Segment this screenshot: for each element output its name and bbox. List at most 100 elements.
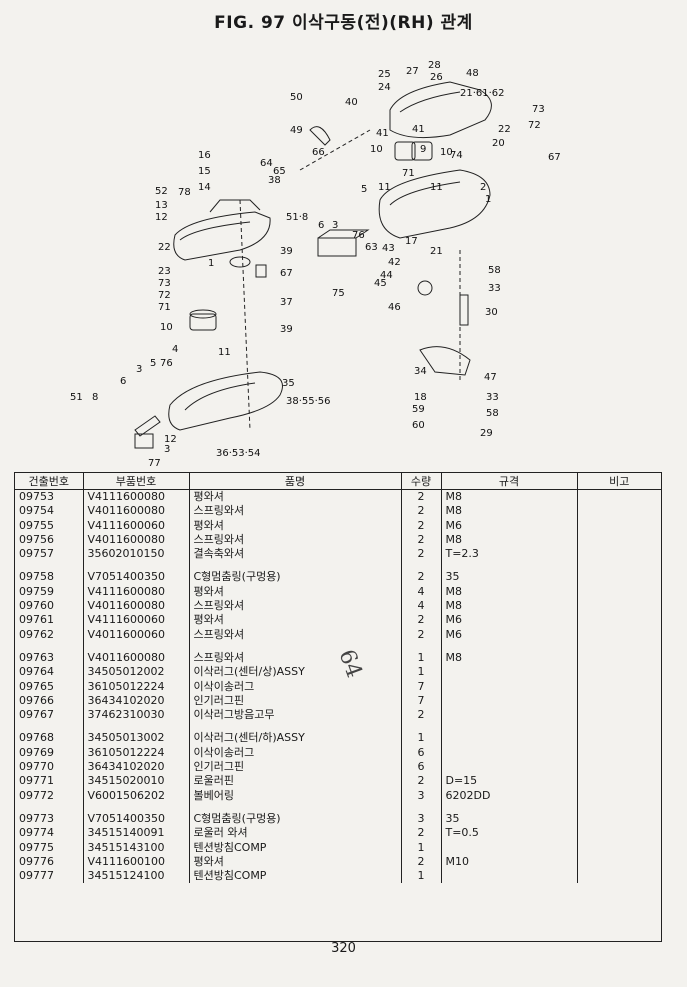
table-cell-6-0: 09773 — [15, 811, 84, 827]
svg-text:10: 10 — [370, 144, 383, 155]
table-cell-6-5 — [577, 855, 661, 869]
spacer-cell — [189, 722, 402, 732]
svg-text:22: 22 — [498, 124, 511, 135]
spacer-cell — [189, 561, 402, 571]
svg-text:17: 17 — [405, 236, 418, 247]
table-cell-6-5 — [577, 665, 661, 679]
svg-text:63: 63 — [365, 242, 378, 253]
table-cell-6-2: 이삭이송러그 — [189, 679, 402, 694]
table-cell-6-3: 2 — [401, 613, 442, 628]
svg-text:33: 33 — [486, 392, 499, 403]
table-cell-6-4: M8 — [441, 599, 578, 614]
table-cell-6-5 — [577, 519, 661, 533]
table-cell-6-2: 텐션방침COMP — [189, 869, 402, 884]
spacer-cell — [577, 561, 661, 570]
table-cell-6-2: 스프링와셔 — [189, 532, 402, 548]
col-header-no: 건출번호 — [15, 473, 84, 490]
table-cell-6-0: 09776 — [15, 854, 84, 870]
table-cell-6-0: 09764 — [15, 665, 84, 680]
svg-text:24: 24 — [378, 82, 391, 93]
table-cell-6-1: V7051400350 — [83, 811, 190, 827]
table-cell-6-5 — [577, 613, 661, 627]
svg-text:26: 26 — [430, 72, 443, 83]
table-cell-6-2: 평와셔 — [189, 489, 402, 505]
table-cell-6-4: T=2.3 — [441, 547, 578, 562]
table-cell-6-2: 스프링와셔 — [189, 627, 402, 642]
svg-text:38·55·56: 38·55·56 — [286, 396, 331, 407]
svg-text:3: 3 — [332, 220, 338, 231]
svg-text:14: 14 — [198, 182, 211, 193]
table-cell-6-3: 1 — [401, 650, 442, 666]
svg-text:12: 12 — [155, 212, 168, 223]
svg-text:76: 76 — [352, 230, 365, 241]
table-cell-6-5 — [577, 812, 661, 826]
table-cell-6-3: 1 — [401, 665, 442, 680]
table-cell-6-3: 2 — [401, 708, 442, 723]
table-cell-6-4 — [441, 731, 578, 746]
table-cell-6-2: 스프링와셔 — [189, 504, 402, 519]
table-cell-6-4: M6 — [441, 518, 578, 533]
table-cell-6-4: 35 — [441, 570, 578, 585]
table-cell-6-1: V4011600060 — [83, 627, 190, 642]
table-cell-6-3: 2 — [401, 504, 442, 519]
svg-text:6: 6 — [120, 376, 126, 387]
svg-text:76: 76 — [160, 358, 173, 369]
table-cell-6-2: 평와셔 — [189, 613, 402, 628]
table-cell-6-2: 인기러그핀 — [189, 760, 402, 775]
svg-text:36·53·54: 36·53·54 — [216, 448, 261, 459]
svg-text:51: 51 — [70, 392, 83, 403]
table-cell-6-0: 09754 — [15, 504, 84, 519]
table-cell-6-1: V4011600080 — [83, 532, 190, 548]
svg-text:11: 11 — [218, 347, 231, 358]
table-cell-6-1: 34505013002 — [83, 731, 190, 746]
table-cell-6-4 — [441, 869, 578, 884]
table-cell-6-5 — [577, 694, 661, 708]
group-spacer — [15, 722, 661, 732]
table-cell-6-0: 09774 — [15, 826, 84, 841]
table-cell-6-3: 2 — [401, 570, 442, 585]
table-cell-6-5 — [577, 789, 661, 803]
table-cell-6-0: 09756 — [15, 532, 84, 548]
spacer-cell — [15, 722, 84, 732]
svg-text:18: 18 — [414, 392, 427, 403]
svg-text:16: 16 — [198, 150, 211, 161]
svg-text:10: 10 — [440, 147, 453, 158]
table-cell-6-5 — [577, 570, 661, 584]
svg-text:37: 37 — [280, 297, 293, 308]
svg-text:39: 39 — [280, 324, 293, 335]
table-cell-6-2: 로울러 와셔 — [189, 826, 402, 841]
svg-text:5: 5 — [361, 184, 367, 195]
table-cell-6-5 — [577, 869, 661, 883]
svg-text:67: 67 — [548, 152, 561, 163]
table-cell-6-5 — [577, 746, 661, 760]
table-cell-6-1: 34505012002 — [83, 665, 190, 680]
table-header-row: 건출번호 부품번호 품명 수량 규격 비고 — [15, 473, 661, 490]
table-cell-6-3: 2 — [401, 518, 442, 533]
table-cell-6-2: 평와셔 — [189, 584, 402, 600]
svg-text:2: 2 — [480, 182, 486, 193]
svg-text:66: 66 — [312, 147, 325, 158]
spacer-cell — [189, 641, 402, 651]
table-cell-6-0: 09769 — [15, 745, 84, 761]
table-cell-6-4 — [441, 840, 578, 855]
table-cell-6-4: M8 — [441, 650, 578, 666]
svg-text:71: 71 — [158, 302, 171, 313]
table-cell-6-4: M10 — [441, 854, 578, 870]
table-cell-6-0: 09762 — [15, 627, 84, 642]
col-header-part-number: 부품번호 — [83, 473, 190, 490]
svg-text:38: 38 — [268, 175, 281, 186]
table-cell-6-3: 1 — [401, 869, 442, 884]
spacer-cell — [577, 642, 661, 651]
group-spacer — [15, 641, 661, 651]
svg-text:3: 3 — [164, 444, 170, 455]
svg-text:41: 41 — [376, 128, 389, 139]
